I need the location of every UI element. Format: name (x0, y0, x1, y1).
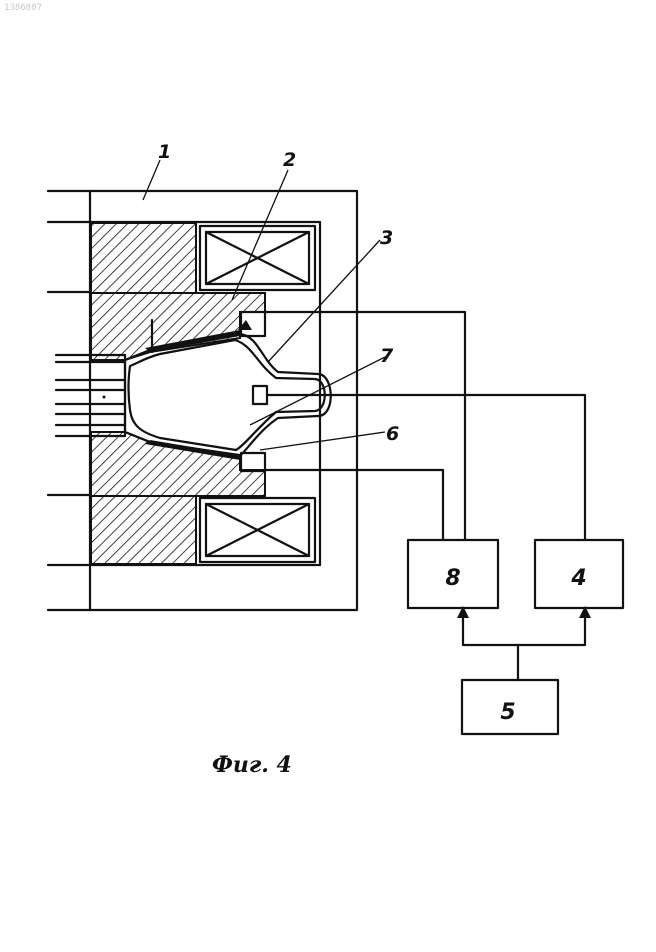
hatched-core (91, 223, 265, 564)
wiring (265, 312, 591, 680)
block-5: 5 (462, 680, 558, 734)
probe-sensor (253, 386, 267, 404)
block-4-label: 4 (570, 566, 586, 591)
terminal-lower (241, 453, 265, 471)
block-5-label: 5 (500, 700, 515, 725)
block-8: 8 (408, 540, 498, 608)
label-3: 3 (380, 227, 393, 249)
label-6: 6 (386, 423, 399, 445)
coil-lower (200, 498, 315, 562)
label-2: 2 (283, 149, 296, 171)
figure-caption: Фиг. 4 (212, 752, 292, 778)
document-number: 1386807 (4, 3, 42, 13)
block-8-label: 8 (445, 566, 460, 591)
label-7: 7 (380, 345, 394, 367)
label-1: 1 (158, 141, 171, 163)
coil-upper (200, 226, 315, 290)
block-4: 4 (535, 540, 623, 608)
